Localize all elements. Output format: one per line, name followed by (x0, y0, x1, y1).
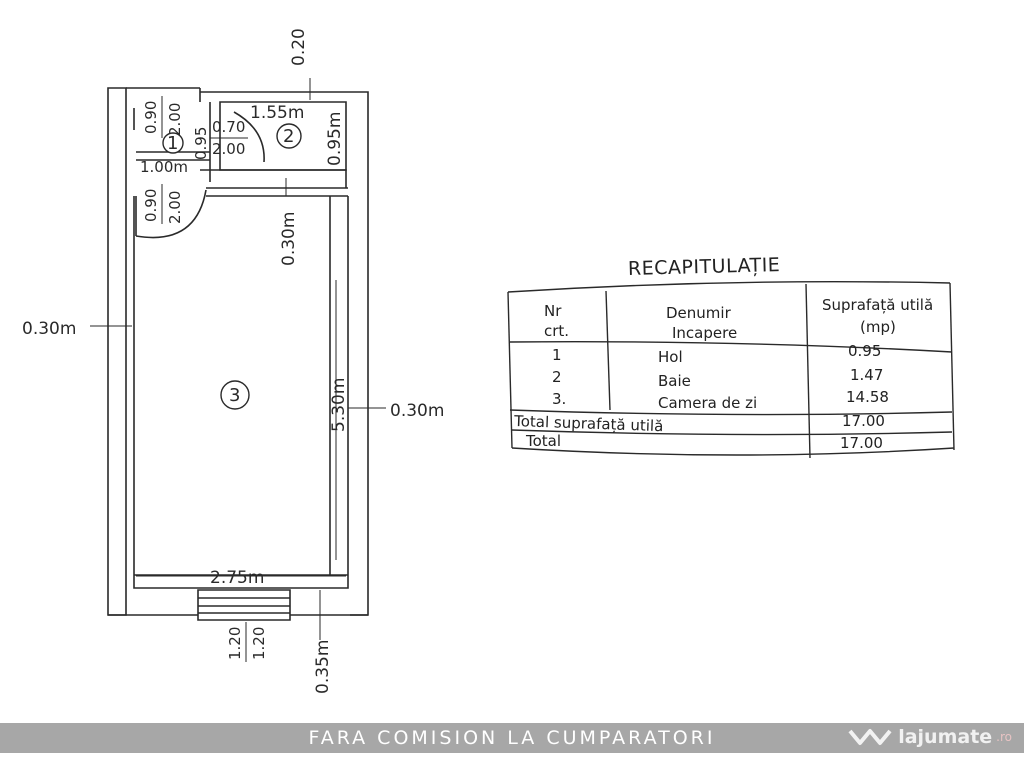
dim-hall-depth: 0.95 (192, 127, 210, 160)
banner-text: FARA COMISION LA CUMPARATORI (308, 727, 716, 749)
room-marker-1 (162, 132, 184, 154)
row-nr: 3. (552, 390, 566, 408)
row-name: Hol (658, 348, 683, 366)
total-useful-label: Total suprafață utilă (513, 412, 664, 435)
dim-top-wall: 0.20 (289, 28, 309, 66)
dim-window-top: 1.20 (226, 627, 244, 660)
dim-door3-bottom: 2.00 (166, 191, 184, 224)
dim-room-length: 5.30m (329, 378, 349, 432)
room-marker-3 (220, 380, 250, 410)
dim-bath-height: 0.95m (325, 112, 345, 166)
total-label: Total (525, 432, 561, 450)
table-row: 3. Camera de zi 14.58 (552, 388, 889, 412)
total-value: 17.00 (840, 434, 883, 452)
brand-logo[interactable]: lajumate .ro (848, 725, 1012, 749)
table-row: 1 Hol 0.95 (552, 342, 881, 366)
walls (107, 87, 369, 621)
row-area: 0.95 (848, 342, 881, 360)
logo-text: lajumate (898, 726, 993, 748)
row-area: 14.58 (846, 388, 889, 406)
dim-left-wall: 0.30m (22, 319, 76, 339)
dimension-lines (90, 78, 386, 640)
heart-logo-icon (848, 729, 892, 745)
dim-hall-width: 1.00m (140, 158, 188, 176)
row-name: Baie (658, 372, 691, 390)
row-area: 1.47 (850, 366, 883, 384)
footer-banner: FARA COMISION LA CUMPARATORI lajumate .r… (0, 723, 1024, 753)
room-label-1: 1 (167, 133, 178, 154)
header-nr: Nr (544, 302, 562, 320)
dim-door2-top: 0.70 (212, 118, 245, 136)
total-useful-value: 17.00 (842, 412, 885, 430)
header-area-1: Suprafață utilă (822, 296, 933, 314)
recap-table: Nr crt. Denumir‌ Incapere Suprafață util… (507, 280, 955, 459)
dim-door1-bottom: 2.00 (166, 103, 184, 136)
dim-bottom-wall: 0.35m (313, 640, 333, 694)
header-area-2: (mp) (860, 318, 896, 336)
dim-door2-bottom: 2.00 (212, 140, 245, 158)
table-grid (507, 280, 955, 459)
dim-window-bottom: 1.20 (250, 627, 268, 660)
dim-room-width: 2.75m (210, 568, 264, 588)
logo-suffix: .ro (996, 730, 1012, 744)
row-nr: 2 (552, 368, 562, 386)
header-name-1: Denumir‌ (666, 304, 732, 322)
room-label-3: 3 (229, 385, 240, 406)
header-name-2: Incapere (672, 324, 737, 342)
row-nr: 1 (552, 346, 562, 364)
dim-door3-top: 0.90 (142, 189, 160, 222)
dim-right-wall: 0.30m (390, 401, 444, 421)
dim-door1-top: 0.90 (142, 101, 160, 134)
row-name: Camera de zi (658, 394, 757, 412)
dim-bath-width: 1.55m (250, 103, 304, 123)
floor-plan: 0.20 0.30m 0.30m 1.55m 0.95m 1.00m 0.95 … (22, 28, 444, 694)
header-crt: crt. (544, 322, 569, 340)
room-marker-2 (276, 123, 302, 149)
room-label-2: 2 (283, 126, 294, 147)
table-row: 2 Baie 1.47 (552, 366, 883, 390)
dim-inner-wall: 0.30m (279, 212, 299, 266)
